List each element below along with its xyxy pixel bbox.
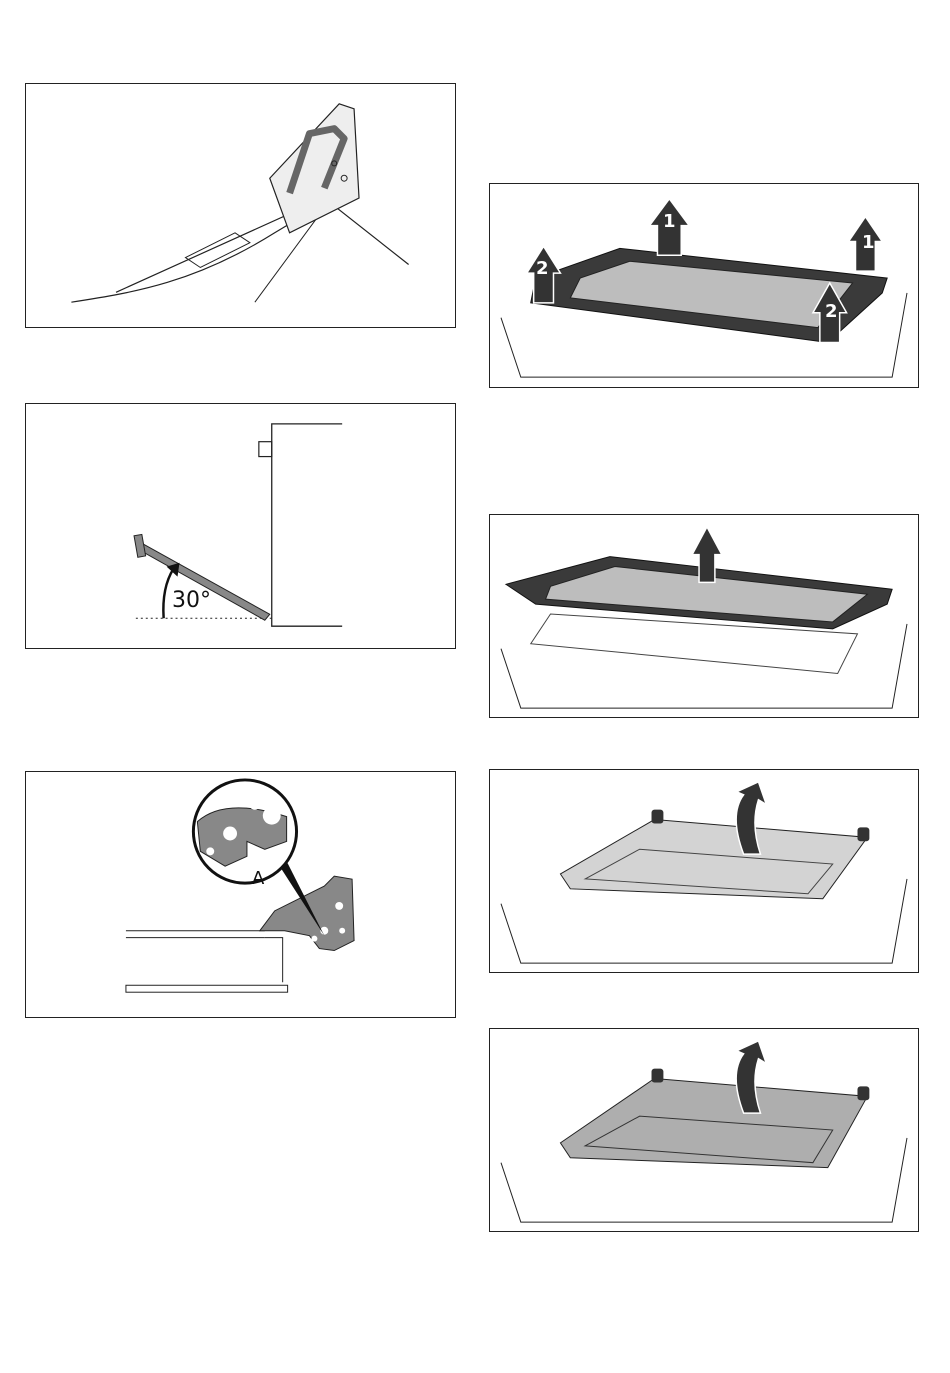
figure-door-angle: 30° <box>25 403 456 649</box>
curved-arrow-icon <box>734 780 768 855</box>
curved-arrow-icon <box>734 1039 768 1114</box>
hinge-detail-illustration <box>125 778 355 993</box>
figure-hinge-detail: A <box>25 771 456 1018</box>
arrow-up-icon <box>690 525 724 584</box>
remove-cover-illustration <box>500 197 908 378</box>
figure-remove-middle-glass <box>489 1028 919 1232</box>
callout-label-a: A <box>252 868 265 889</box>
remove-inner-glass-illustration <box>500 780 908 964</box>
arrow-up-icon <box>847 215 884 272</box>
hinge-lever-illustration <box>71 103 409 303</box>
figure-lift-cover <box>489 514 919 718</box>
lift-cover-illustration <box>500 525 908 709</box>
figure-remove-inner-glass <box>489 769 919 973</box>
arrow-up-icon <box>648 197 691 257</box>
angle-label: 30° <box>172 588 211 613</box>
door-angle-illustration <box>133 423 343 627</box>
remove-middle-glass-illustration <box>500 1039 908 1223</box>
arrow-up-icon <box>525 244 562 304</box>
step-label: 1 <box>663 211 676 232</box>
step-label: 1 <box>862 232 875 253</box>
figure-remove-cover: 1 1 2 2 <box>489 183 919 388</box>
figure-hinge-lever <box>25 83 456 328</box>
step-label: 2 <box>825 301 838 322</box>
step-label: 2 <box>536 258 549 279</box>
arrow-up-icon <box>811 281 848 344</box>
